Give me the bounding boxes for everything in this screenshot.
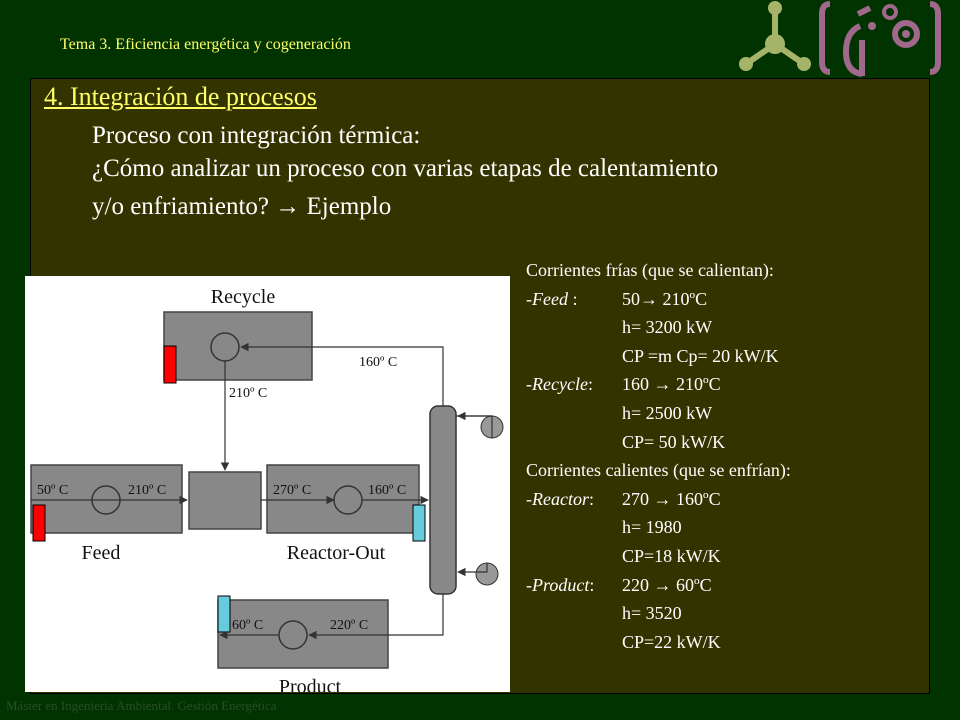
reactor-stream-cp: CP=18 kW/K [622,545,721,566]
temp-feed-50: 50º C [37,483,68,498]
recycle-return-line [240,342,444,406]
temp-product-220: 220º C [330,618,368,633]
feed-stream-h: h= 3200 kW [622,317,713,338]
recycle-stream: -Recycle: 160 → 210ºC [526,370,791,399]
top-reflux-return [457,411,493,438]
slide-question: ¿Cómo analizar un proceso con varias eta… [92,150,912,226]
reactor-stream-name: -Reactor [526,488,589,509]
stream-data-list: Corrientes frías (que se calientan): -Fe… [526,256,791,656]
bottom-reflux-line [457,563,488,577]
feed-label: Feed [82,542,121,564]
mixer-block [188,471,262,530]
hot-streams-header: Corrientes calientes (que se enfrían): [526,460,791,481]
product-stream-temp: 220 → 60ºC [622,574,712,595]
reactor-stream-colon: : [588,488,594,509]
footer-credit: Máster en Ingeniería Ambiental. Gestión … [6,698,277,713]
product-stream-cp: CP=22 kW/K [622,631,721,652]
logo-icon [739,1,941,77]
feed-stream-temp: 50→ 210ºC [622,288,708,309]
product-heat-exchanger-icon [278,620,308,650]
reactor-stream-h: h= 1980 [622,517,682,538]
product-cold-marker [217,595,231,633]
slide-subtitle: Proceso con integración térmica: [92,122,421,149]
cold-streams-header: Corrientes frías (que se calientan): [526,260,774,280]
separator-column [429,405,457,595]
feed-stream-name: -Feed [526,288,568,309]
feed-hot-marker [32,504,46,542]
recycle-stream-name: -Recycle [526,374,588,395]
reactor-stream: -Reactor: 270 → 160ºC [526,485,791,514]
recycle-hot-marker [163,345,177,384]
column-to-product-line [308,594,444,640]
temp-feed-210: 210º C [128,483,166,498]
temp-reactor-160: 160º C [368,483,406,498]
temp-recycle-210: 210º C [229,386,267,401]
product-label: Product [279,676,342,692]
recycle-stream-temp: 160 → 210ºC [622,374,721,395]
feed-stream: -Feed : 50→ 210ºC [526,285,791,314]
reactor-heat-exchanger-icon [333,485,363,515]
question-line-2: y/o enfriamiento? [92,193,276,220]
recycle-heat-exchanger-icon [210,332,240,362]
temp-reactor-270: 270º C [273,483,311,498]
feed-stream-colon: : [567,288,578,309]
reactor-cold-marker [412,504,426,542]
recycle-stream-h: h= 2500 kW [622,402,713,423]
section-title: 4. Integración de procesos [44,82,317,111]
recycle-stream-cp: CP= 50 kW/K [622,431,726,452]
recycle-label: Recycle [211,286,276,308]
product-stream-h: h= 3520 [622,603,682,624]
arrow-right-icon: → [275,193,301,220]
reactor-stream-temp: 270 → 160ºC [622,488,721,509]
product-stream-colon: : [589,574,595,595]
feed-stream-cp: CP =m Cp= 20 kW/K [622,345,779,366]
temp-product-60: 60º C [232,618,263,633]
question-example: Ejemplo [300,193,392,220]
course-topic: Tema 3. Eficiencia energética y cogenera… [60,36,351,53]
process-flow-diagram: Recycle Feed Reactor-Out Product 160º C … [25,276,510,692]
recycle-stream-colon: : [587,374,593,395]
reactor-out-label: Reactor-Out [287,542,386,564]
product-stream-name: -Product [526,574,590,595]
temp-recycle-160: 160º C [359,355,397,370]
question-line-1: ¿Cómo analizar un proceso con varias eta… [92,155,719,182]
product-stream: -Product: 220 → 60ºC [526,571,791,600]
